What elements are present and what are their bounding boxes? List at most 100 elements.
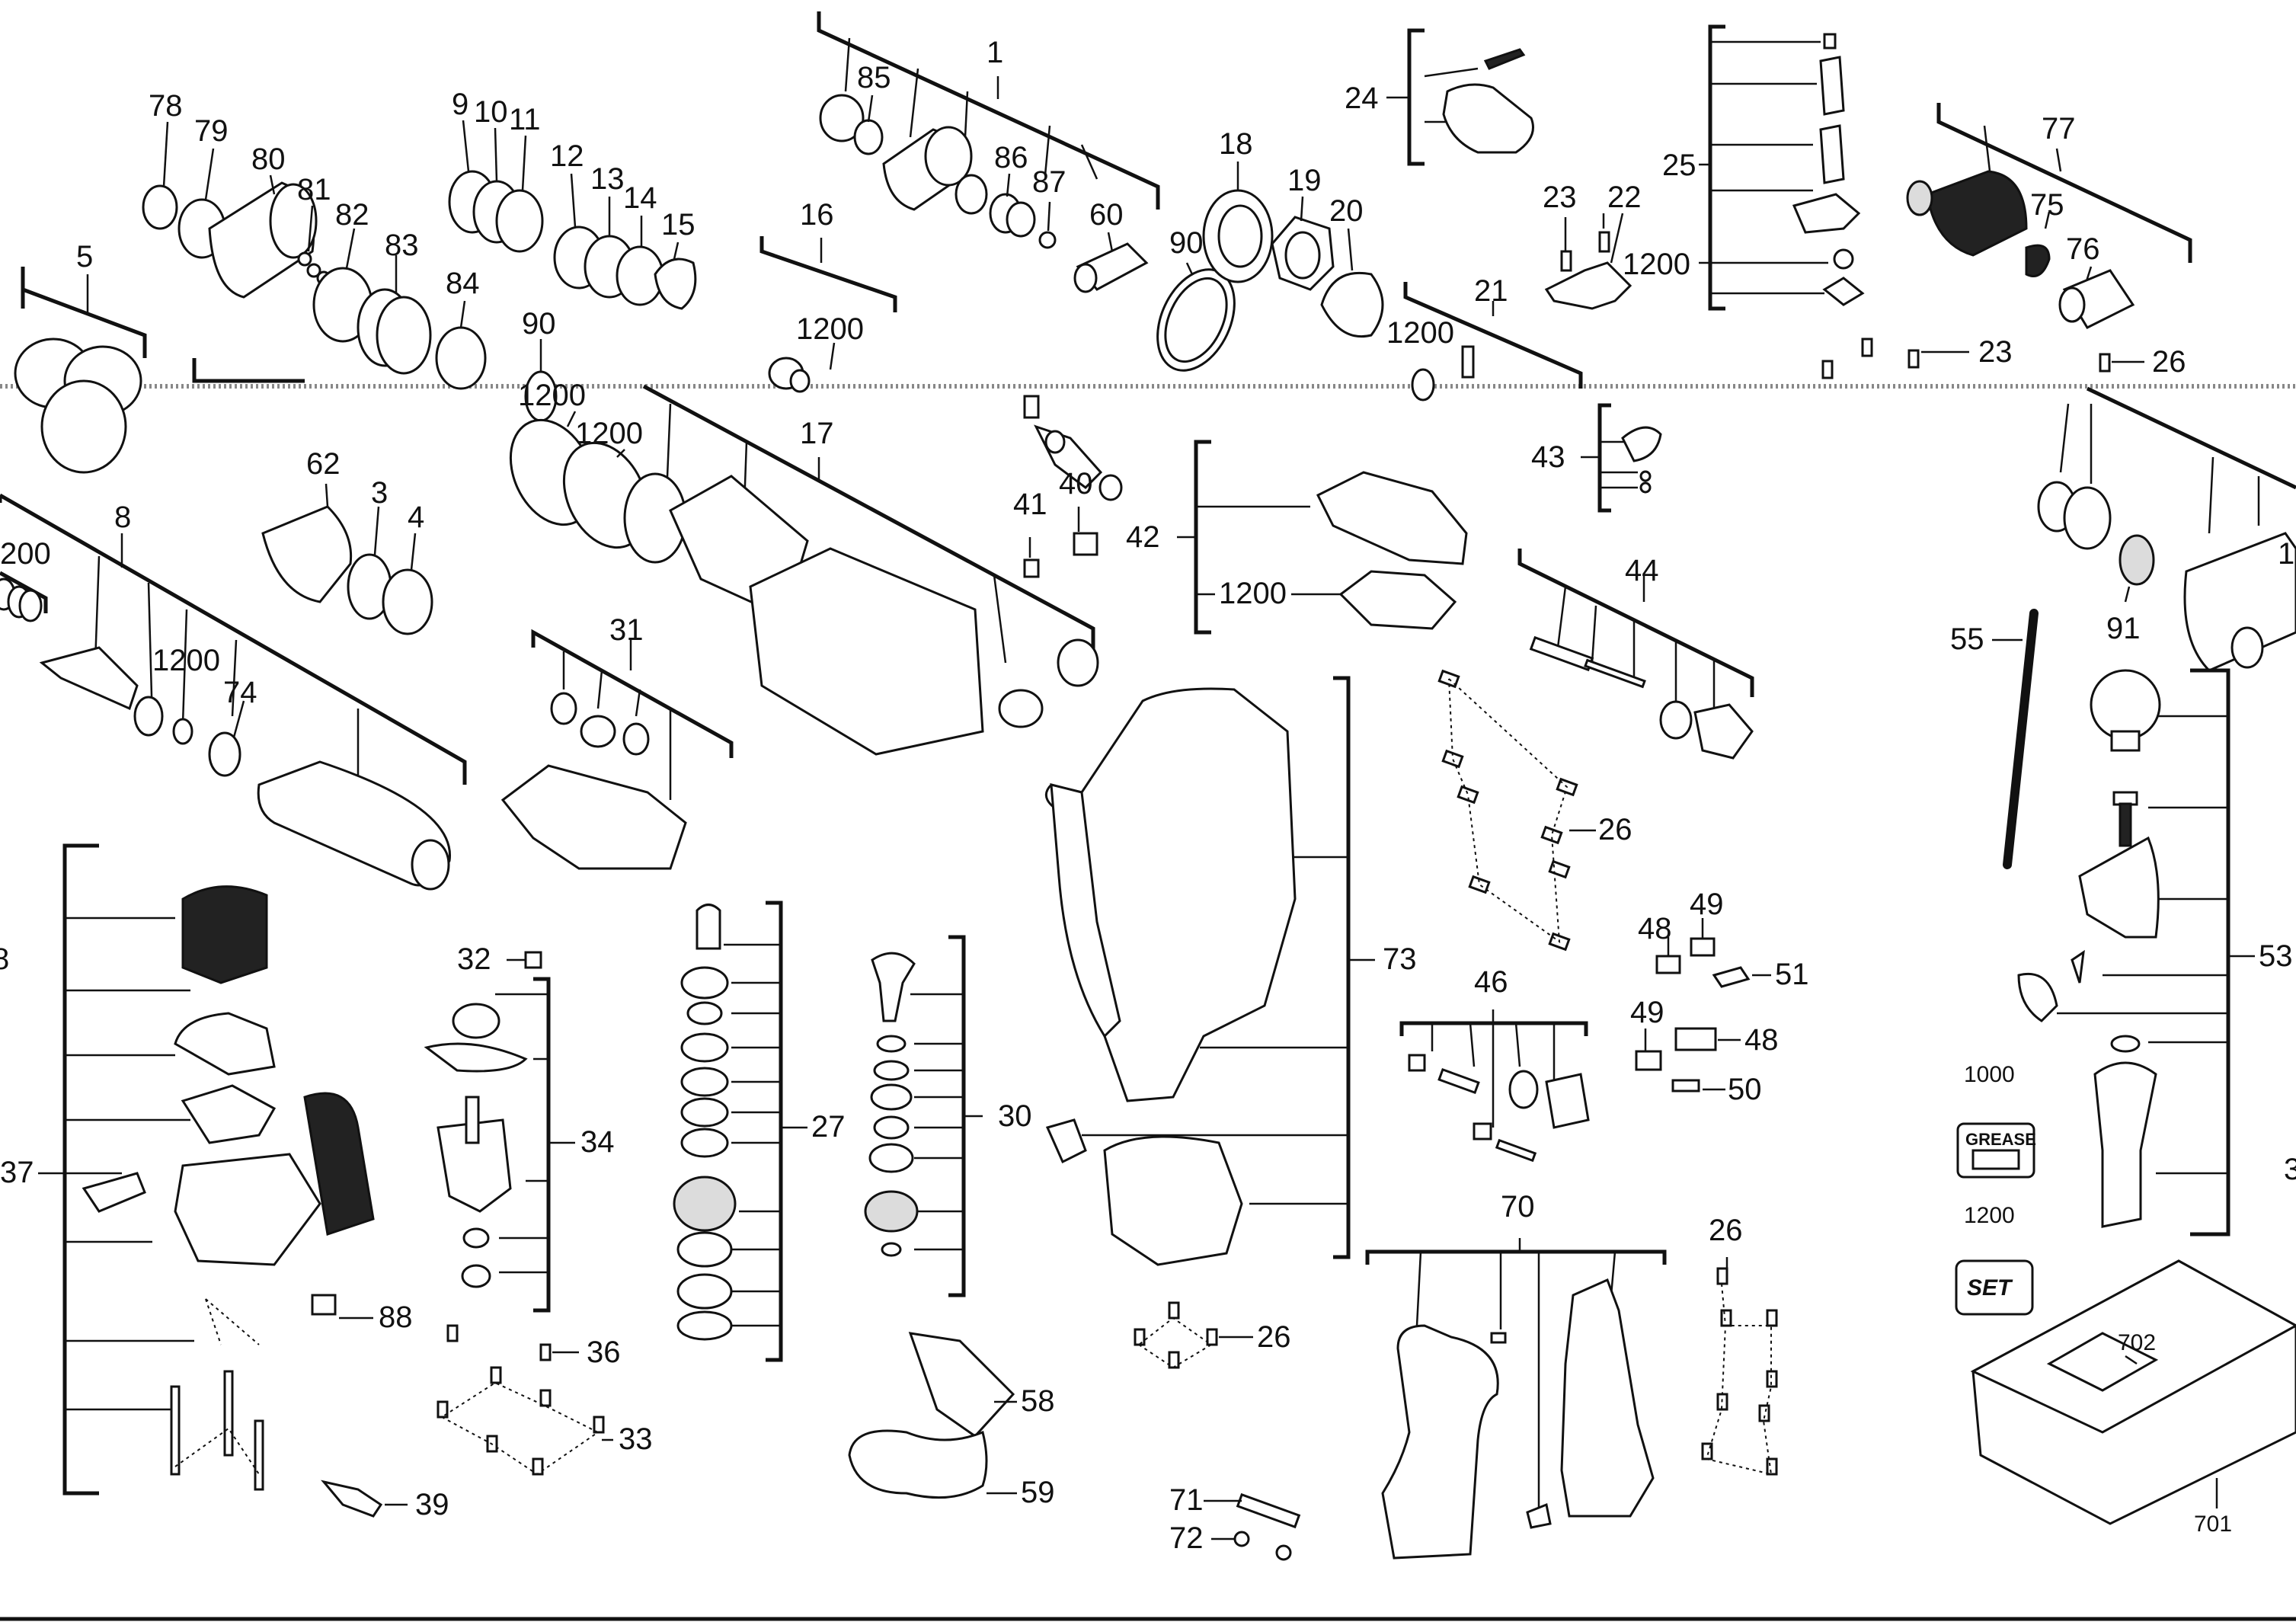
label-24: 24	[1345, 82, 1379, 115]
label-51: 51	[1775, 958, 1809, 991]
label-17: 17	[800, 417, 834, 450]
group-16	[759, 236, 897, 393]
label-49-bottom: 49	[1630, 996, 1664, 1029]
part-85-rings	[819, 94, 884, 155]
part-32	[507, 951, 542, 969]
label-86: 86	[994, 141, 1028, 174]
label-84: 84	[446, 267, 480, 300]
label-8: 8	[114, 501, 131, 534]
label-26-lower: 26	[1257, 1320, 1291, 1354]
group-37	[38, 843, 375, 1496]
label-31: 31	[609, 613, 644, 647]
part-55-rod	[1992, 609, 2039, 869]
label-58: 58	[1021, 1384, 1055, 1418]
label-59: 59	[1021, 1476, 1055, 1509]
label-32: 32	[457, 942, 491, 976]
label-23-top: 23	[1543, 181, 1577, 214]
part-58	[908, 1332, 1017, 1438]
label-1000: 1000	[1964, 1062, 2015, 1087]
group-24	[1386, 28, 1534, 166]
group-17	[623, 384, 1099, 756]
group-44	[1517, 549, 1754, 760]
label-81: 81	[297, 173, 331, 206]
group-34	[424, 977, 575, 1313]
part-86-spring	[989, 173, 1036, 238]
label-53: 53	[2259, 939, 2293, 973]
parts-40-41	[1023, 395, 1123, 578]
label-71: 71	[1169, 1483, 1204, 1517]
label-1200-set: 1200	[1964, 1203, 2015, 1228]
parts-71-72	[1204, 1492, 1301, 1561]
screws-26-lower	[1134, 1301, 1253, 1369]
group-27	[673, 901, 807, 1362]
label-50: 50	[1728, 1073, 1762, 1106]
part-36	[446, 1324, 579, 1361]
group-25	[1699, 24, 1865, 311]
label-72: 72	[1169, 1521, 1204, 1555]
label-701: 701	[2194, 1512, 2232, 1537]
label-78: 78	[149, 89, 183, 123]
label-36: 36	[587, 1336, 621, 1369]
part-20-plate	[1320, 228, 1384, 338]
label-22: 22	[1607, 181, 1642, 214]
part-74-bushing	[257, 760, 452, 891]
part-62-sleeve	[261, 483, 353, 603]
label-80: 80	[251, 142, 286, 176]
label-20: 20	[1329, 194, 1364, 228]
group-46	[1399, 1009, 1590, 1163]
label-14: 14	[623, 181, 657, 215]
label-27: 27	[811, 1110, 846, 1144]
label-1-edge: 1	[2278, 537, 2294, 571]
label-1200-16: 1200	[796, 312, 864, 346]
screws-26-center	[1437, 669, 1596, 952]
label-1200-8: 1200	[152, 644, 220, 677]
label-41: 41	[1013, 488, 1047, 521]
set-badge	[1955, 1259, 2034, 1316]
label-11: 11	[509, 103, 541, 136]
label-19: 19	[1287, 164, 1322, 197]
label-25: 25	[1662, 149, 1696, 182]
label-60: 60	[1089, 198, 1124, 232]
label-30: 30	[998, 1099, 1032, 1133]
label-21: 21	[1474, 274, 1508, 308]
part-80-sleeve	[208, 174, 318, 299]
label-91: 91	[2106, 612, 2141, 645]
badge-set-text: SET	[1967, 1275, 2013, 1300]
grease-badge	[1956, 1122, 2035, 1179]
carry-case	[1970, 1259, 2296, 1525]
parts-22-23	[1544, 213, 1632, 310]
group-43	[1581, 403, 1662, 513]
label-1200-21: 1200	[1386, 316, 1454, 350]
screws-33	[436, 1366, 613, 1476]
label-9: 9	[452, 88, 468, 121]
label-76: 76	[2066, 232, 2100, 266]
label-1200-17: 1200	[575, 417, 643, 450]
label-1200-42: 1200	[1219, 577, 1287, 610]
part-90-ring-right	[1156, 262, 1236, 372]
parts-1200-rings	[509, 411, 649, 549]
part-39	[321, 1480, 408, 1518]
label-79: 79	[194, 114, 229, 148]
label-77: 77	[2042, 112, 2076, 146]
label-42: 42	[1126, 520, 1160, 554]
label-10: 10	[474, 95, 508, 129]
part-83-spring	[357, 255, 432, 375]
label-46: 46	[1474, 965, 1508, 999]
label-73: 73	[1383, 942, 1417, 976]
group-53	[2017, 668, 2255, 1236]
group-21	[1403, 282, 1583, 402]
label-70: 70	[1501, 1190, 1535, 1224]
part-18-bearing	[1202, 162, 1274, 283]
label-33: 33	[619, 1422, 653, 1456]
group-200-left	[0, 571, 48, 622]
label-12: 12	[550, 139, 584, 173]
group-8	[0, 493, 467, 800]
group-30	[864, 935, 983, 1297]
label-3: 3	[371, 476, 388, 510]
label-18: 18	[1219, 127, 1253, 161]
label-1: 1	[987, 36, 1003, 69]
group-partial-upper	[192, 358, 305, 383]
label-49-top: 49	[1690, 888, 1724, 921]
label-26-lower-right: 26	[1709, 1214, 1743, 1247]
